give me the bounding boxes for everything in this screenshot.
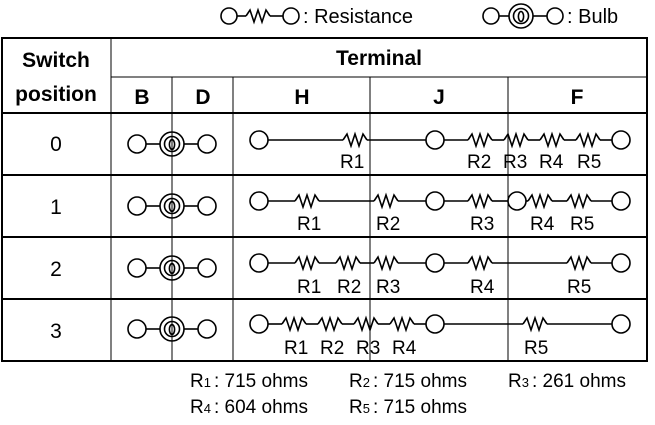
- row-position-1: 1 R1 R2 R3: [50, 191, 631, 235]
- resistor-label-r1: R1: [284, 338, 308, 359]
- resistance-legend-label: : Resistance: [303, 6, 413, 28]
- resistor-label-r3: R3: [470, 214, 494, 235]
- bulb-bd: [127, 131, 217, 157]
- switch-position-label: 3: [50, 320, 62, 343]
- resistor-label-r2: R2: [337, 277, 361, 298]
- row-position-3: 3 R1 R2 R3 R4 R5: [50, 314, 631, 359]
- resistor-label-r4: R4: [530, 214, 555, 235]
- resistor-label-r4: R4: [470, 277, 495, 298]
- resistor-label-r5: R5: [577, 152, 601, 173]
- row-position-2: 2 R1 R2 R3 R4 R5: [50, 253, 631, 298]
- resistor-label-r2: R2: [320, 338, 344, 359]
- legend: : Resistance : Bulb: [220, 3, 618, 29]
- bulb-legend-icon: [482, 3, 564, 29]
- column-header-h: H: [294, 86, 309, 109]
- switch-position-label: 2: [50, 258, 62, 281]
- bulb-bd: [127, 193, 217, 219]
- switch-position-label: 1: [50, 196, 62, 219]
- bulb-legend-label: : Bulb: [567, 6, 618, 28]
- resistor-label-r2: R2: [376, 214, 400, 235]
- resistance-legend-icon: [220, 7, 300, 25]
- resistor-label-r5: R5: [524, 338, 548, 359]
- resistor-label-r1: R1: [340, 152, 364, 173]
- resistor-value-r5: R5: 715 ohms: [349, 397, 467, 418]
- table-grid: [1, 37, 648, 362]
- resistor-label-r5: R5: [570, 214, 594, 235]
- resistor-value-r2: R2: 715 ohms: [349, 371, 467, 392]
- switch-header-line1: Switch: [22, 49, 90, 72]
- resistor-value-r3: R3: 261 ohms: [508, 371, 626, 392]
- resistor-circuit: [249, 314, 631, 334]
- resistor-label-r3: R3: [376, 277, 400, 298]
- resistor-label-r1: R1: [297, 214, 321, 235]
- resistor-circuit: [249, 253, 631, 273]
- resistor-label-r1: R1: [297, 277, 321, 298]
- bulb-bd: [127, 255, 217, 281]
- resistor-values-key: R1: 715 ohms R2: 715 ohms R3: 261 ohms R…: [190, 371, 626, 418]
- resistor-label-r5: R5: [567, 277, 591, 298]
- resistor-value-r4: R4: 604 ohms: [190, 397, 308, 418]
- resistor-circuit: [249, 130, 631, 150]
- resistor-label-r4: R4: [392, 338, 417, 359]
- column-header-f: F: [571, 86, 584, 109]
- column-header-b: B: [134, 86, 149, 109]
- switch-header-line2: position: [15, 83, 97, 106]
- resistor-circuit: [249, 191, 631, 211]
- column-header-d: D: [195, 86, 210, 109]
- resistor-label-r3: R3: [503, 152, 527, 173]
- column-header-j: J: [433, 86, 445, 109]
- switch-position-label: 0: [50, 133, 62, 156]
- resistor-label-r4: R4: [539, 152, 564, 173]
- resistor-label-r2: R2: [467, 152, 491, 173]
- bulb-bd: [127, 316, 217, 342]
- resistor-label-r3: R3: [356, 338, 380, 359]
- terminal-header: Terminal: [336, 47, 422, 70]
- resistor-value-r1: R1: 715 ohms: [190, 371, 308, 392]
- row-position-0: 0 R1 R2 R3 R4 R5: [50, 130, 631, 173]
